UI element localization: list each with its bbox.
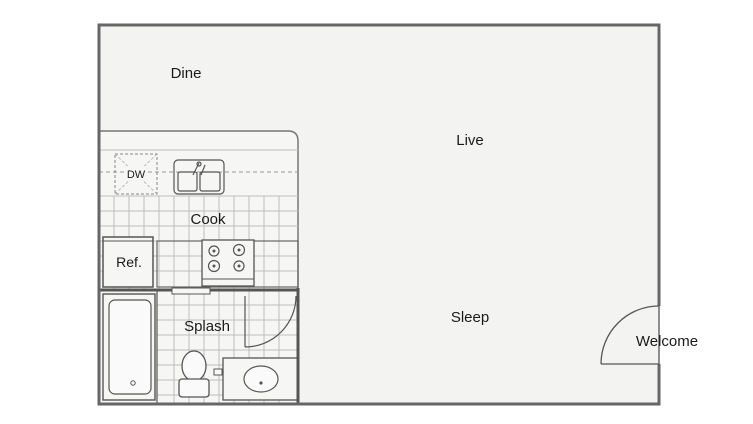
exterior-walls [97,23,661,406]
refrigerator-icon [102,236,154,288]
bathroom-door-icon [244,295,297,348]
entry-door-icon [600,305,660,365]
refrigerator-label: Ref. [116,254,142,270]
dishwasher-icon [114,153,158,195]
bathtub-icon [102,293,156,401]
toilet-icon [178,350,210,398]
bathroom-threshold [171,287,211,295]
room-label-sleep: Sleep [451,309,489,326]
room-label-splash: Splash [184,318,230,335]
bathroom [99,290,299,404]
vanity-icon [213,357,299,401]
room-label-welcome: Welcome [636,333,698,350]
room-label-dine: Dine [171,65,202,82]
room-label-live: Live [456,132,484,149]
dishwasher-label: DW [127,169,146,181]
kitchen: DW Ref. [98,130,299,291]
room-label-cook: Cook [190,211,226,228]
kitchen-sink-icon [173,159,225,195]
range-icon [201,239,255,287]
